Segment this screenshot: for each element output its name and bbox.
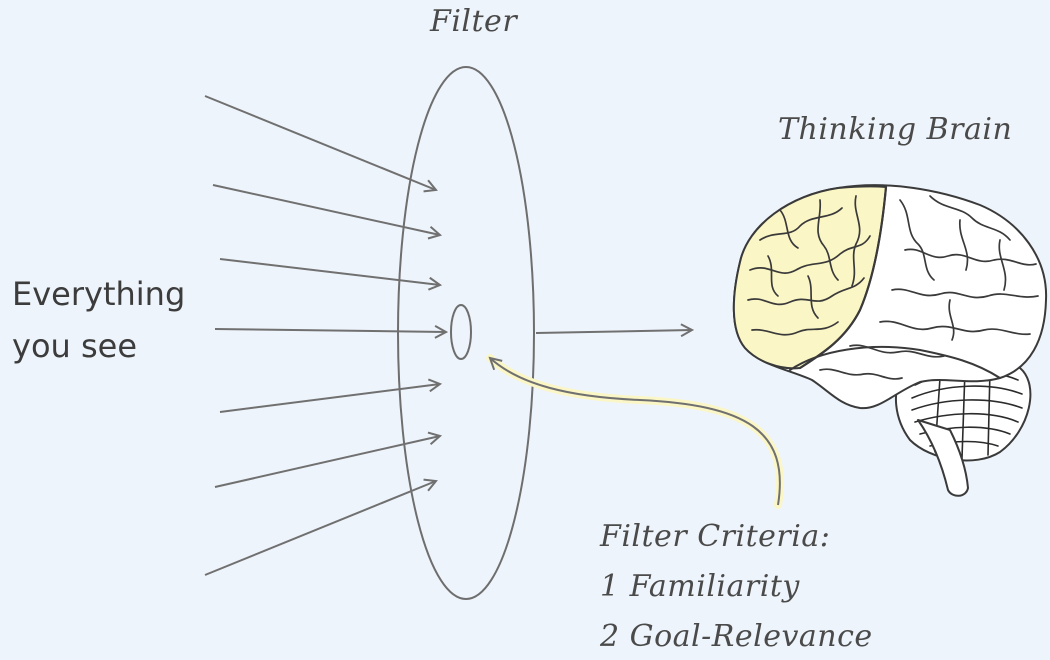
input-label-line-1: Everything (12, 268, 185, 320)
filter-disc (398, 67, 534, 599)
output-arrow (536, 330, 692, 333)
input-arrows (205, 96, 446, 575)
brain-title: Thinking Brain (778, 112, 1012, 147)
criteria-heading: Filter Criteria: (600, 512, 873, 562)
criteria-item-familiarity: 1 Familiarity (600, 562, 873, 612)
input-arrow (220, 259, 440, 285)
input-label: Everything you see (12, 268, 185, 372)
input-label-line-2: you see (12, 320, 185, 372)
brain-illustration (734, 185, 1046, 496)
input-arrow (205, 481, 436, 575)
input-arrow (205, 96, 436, 190)
filter-criteria: Filter Criteria: 1 Familiarity 2 Goal-Re… (600, 512, 873, 660)
criteria-arrow-glow (490, 358, 780, 505)
filter-title: Filter (430, 4, 517, 39)
input-arrow (215, 329, 446, 332)
input-arrow (220, 384, 440, 412)
criteria-item-goal-relevance: 2 Goal-Relevance (600, 612, 873, 660)
filter-opening (451, 305, 471, 359)
